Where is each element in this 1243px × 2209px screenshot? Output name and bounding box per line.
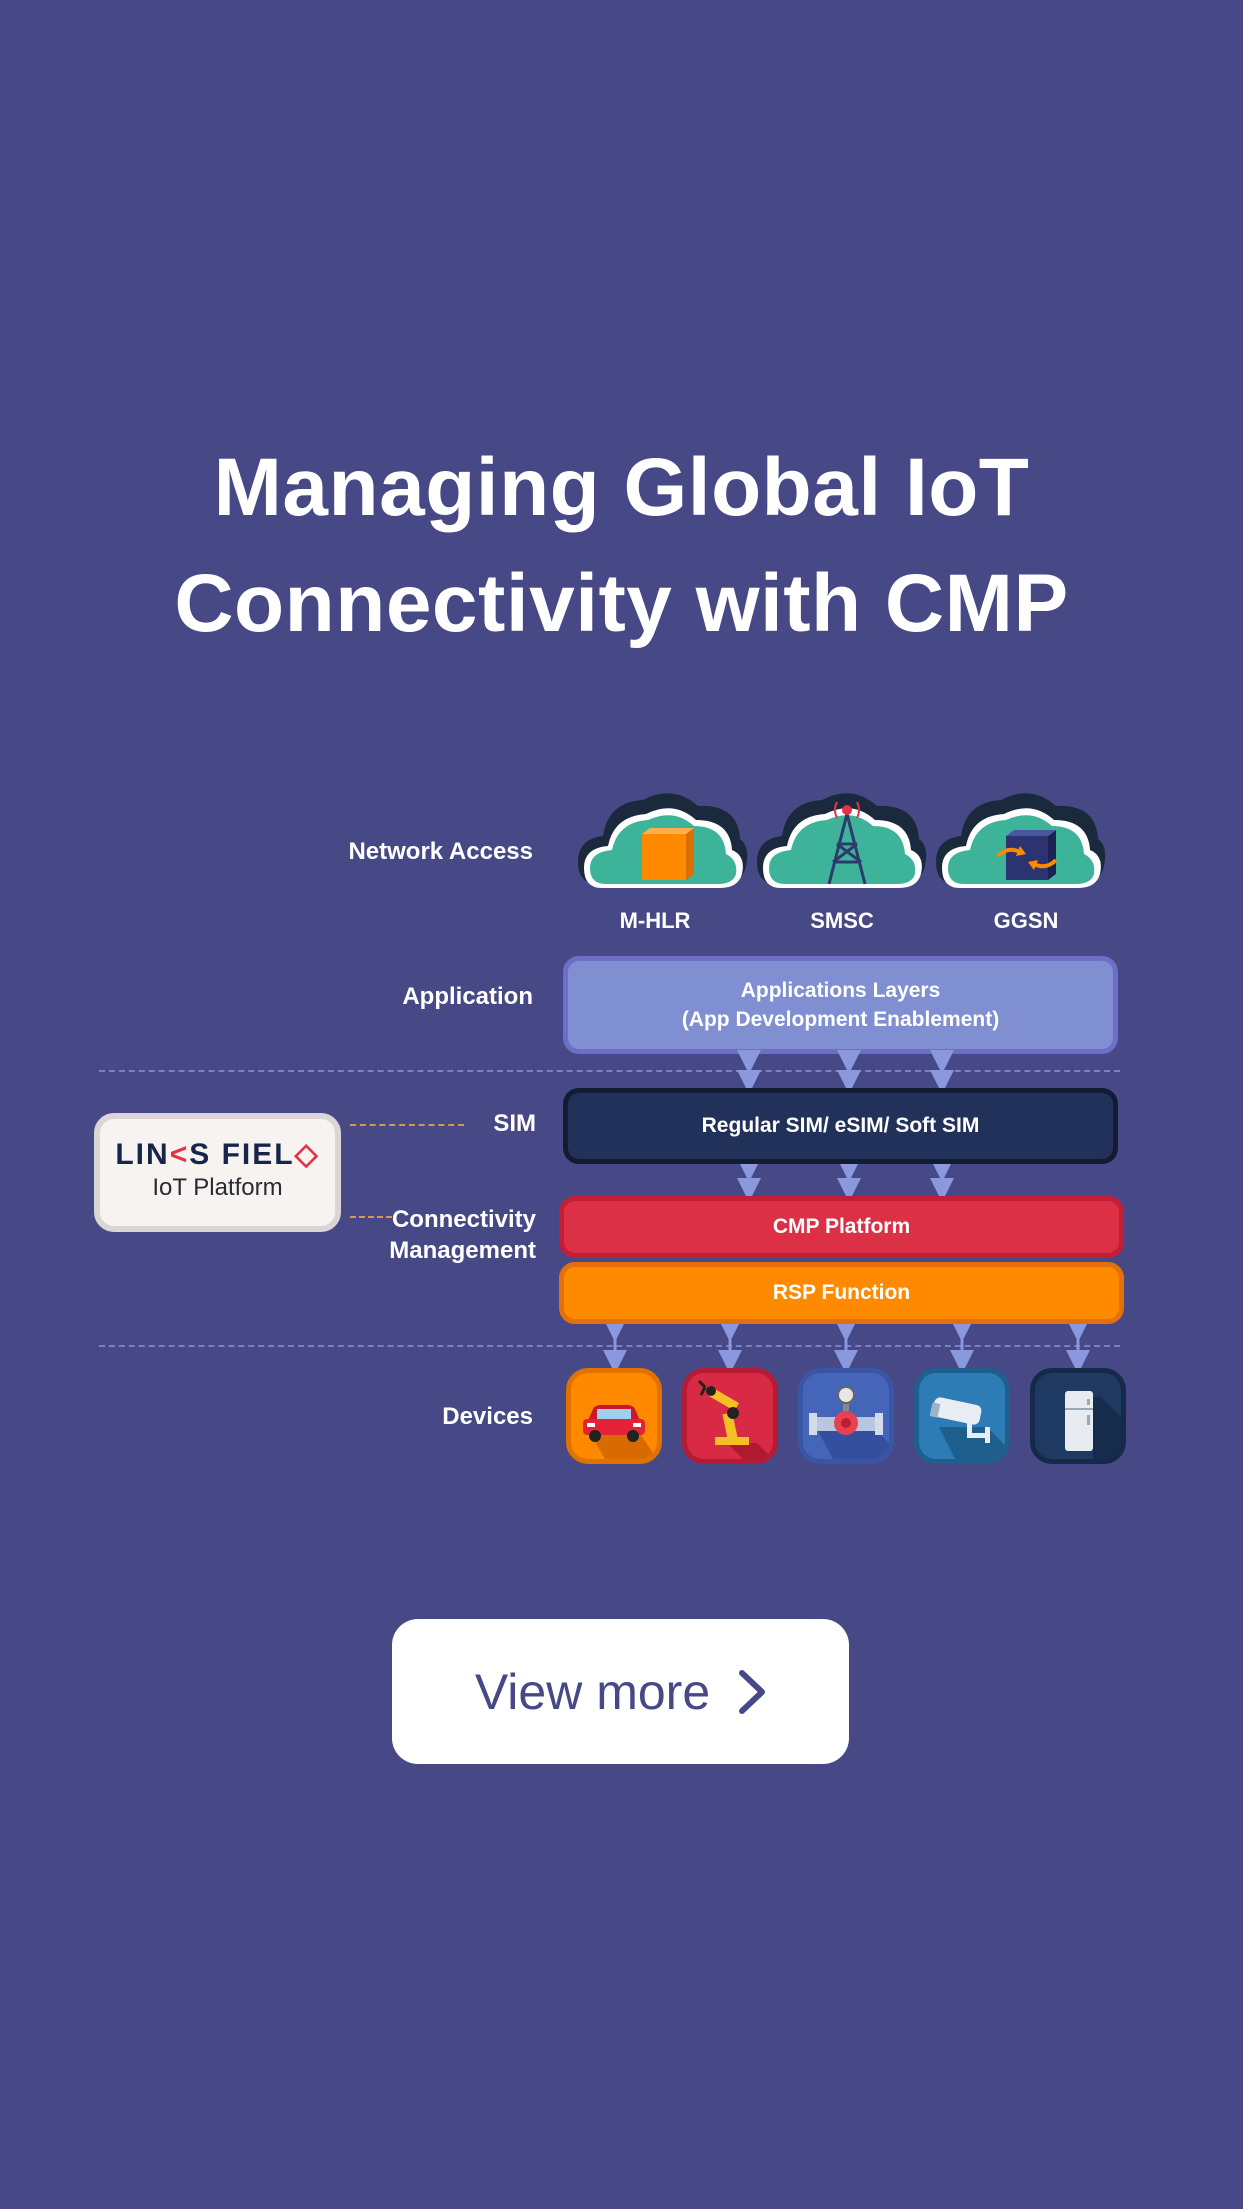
label-connectivity-line1: Connectivity: [391, 1206, 536, 1233]
refrigerator-icon: [1065, 1391, 1121, 1459]
device-valve: [798, 1368, 894, 1464]
label-sim: SIM: [493, 1110, 536, 1137]
cloud-smsc-icon: [757, 793, 927, 888]
cloud-m-hlr-icon: [578, 793, 748, 888]
connector-line-connectivity: [350, 1216, 392, 1218]
cloud-label-ggsn: GGSN: [993, 908, 1059, 933]
title-line-1: Managing Global IoT: [213, 442, 1030, 533]
cmp-platform-box: CMP Platform: [559, 1196, 1124, 1258]
app-layer-line1: Applications Layers: [740, 979, 941, 1002]
chevron-right-icon: [739, 1669, 766, 1714]
device-refrigerator: [1030, 1368, 1126, 1464]
rsp-function-box: RSP Function: [559, 1262, 1124, 1324]
robot-arm-icon: [697, 1379, 773, 1459]
cloud-label-smsc: SMSC: [810, 908, 874, 933]
logo-brand-part1: LIN: [115, 1138, 170, 1171]
logo-subtitle: IoT Platform: [152, 1174, 283, 1201]
sim-layer-box: Regular SIM/ eSIM/ Soft SIM: [563, 1088, 1118, 1164]
logo-brand-part2: S FIEL: [189, 1138, 295, 1171]
valve-icon: [809, 1386, 889, 1459]
separator-line-top: [99, 1070, 1120, 1072]
label-connectivity-management: Connectivity Management: [300, 1204, 536, 1266]
view-more-label: View more: [474, 1663, 711, 1720]
label-application: Application: [402, 983, 533, 1010]
label-connectivity-line2: Management: [389, 1237, 536, 1264]
view-more-button[interactable]: View more: [392, 1619, 849, 1764]
connector-line-sim: [350, 1124, 464, 1126]
security-camera-icon: [929, 1397, 1005, 1459]
cmp-platform-text: CMP Platform: [772, 1215, 911, 1238]
device-robot-arm: [682, 1368, 778, 1464]
cloud-ggsn-icon: [936, 793, 1106, 888]
page-title: Managing Global IoT Connectivity with CM…: [0, 430, 1243, 662]
device-car: [566, 1368, 662, 1464]
cloud-label-m-hlr: M-HLR: [619, 908, 691, 933]
logo-brand-k: <: [169, 1138, 190, 1171]
links-field-logo-card: LIN<S FIEL◇ IoT Platform: [94, 1113, 341, 1232]
sim-layer-text: Regular SIM/ eSIM/ Soft SIM: [701, 1114, 980, 1137]
device-security-camera: [914, 1368, 1010, 1464]
label-network-access: Network Access: [348, 838, 533, 865]
links-field-logo: LIN<S FIEL◇: [100, 1137, 335, 1172]
logo-mark-icon: ◇: [294, 1138, 320, 1171]
car-icon: [583, 1405, 657, 1459]
app-layer-line2: (App Development Enablement): [681, 1008, 1000, 1031]
title-line-2: Connectivity with CMP: [174, 558, 1069, 649]
rsp-function-text: RSP Function: [772, 1281, 911, 1304]
label-devices: Devices: [442, 1403, 533, 1430]
